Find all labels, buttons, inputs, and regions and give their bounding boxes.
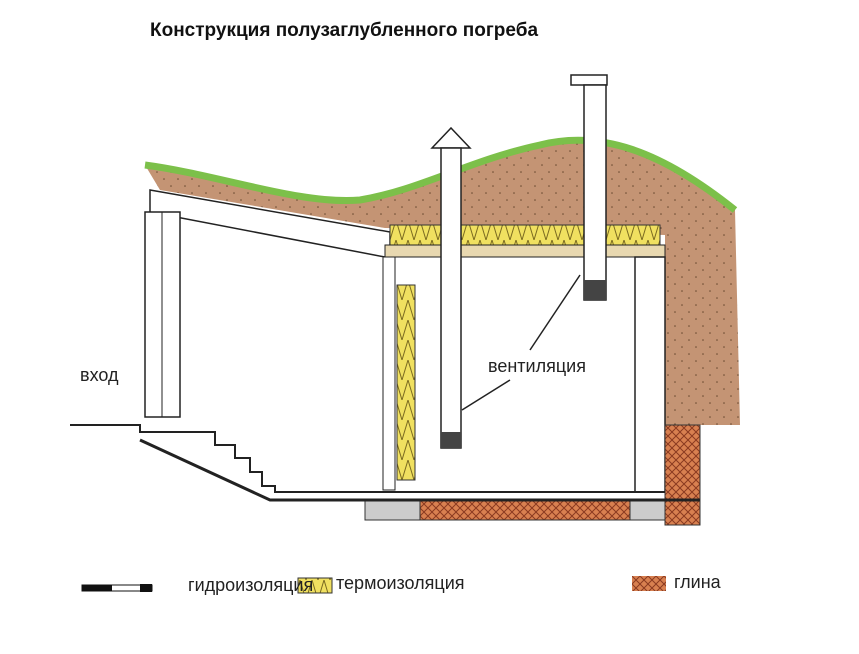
entrance-label: вход	[80, 365, 119, 385]
vent-leader-2	[461, 379, 511, 411]
legend-clay-label: глина	[674, 572, 721, 592]
ventilation-label: вентиляция	[488, 356, 586, 376]
waterproofing-swatch	[81, 584, 153, 592]
vent-pipe-low	[430, 126, 472, 449]
vent-pipe-high	[570, 74, 608, 301]
right-wall	[634, 256, 666, 493]
clay-swatch	[632, 576, 666, 591]
legend-thermal-label: термоизоляция	[336, 573, 465, 593]
vent-leader-1	[529, 274, 581, 351]
wall-insulation	[396, 284, 416, 481]
left-wall	[382, 256, 396, 491]
roof-slab	[384, 244, 666, 258]
clay-floor	[419, 499, 631, 521]
ground-and-stairs	[70, 424, 665, 493]
thermal-insulation-swatch	[297, 577, 333, 594]
roof-insulation	[389, 224, 661, 246]
diagram-title: Конструкция полузаглубленного погреба	[150, 20, 539, 41]
legend-waterproofing-label: гидроизоляция	[188, 575, 314, 595]
clay-side	[664, 424, 701, 526]
floor-waterproofing	[139, 438, 700, 502]
